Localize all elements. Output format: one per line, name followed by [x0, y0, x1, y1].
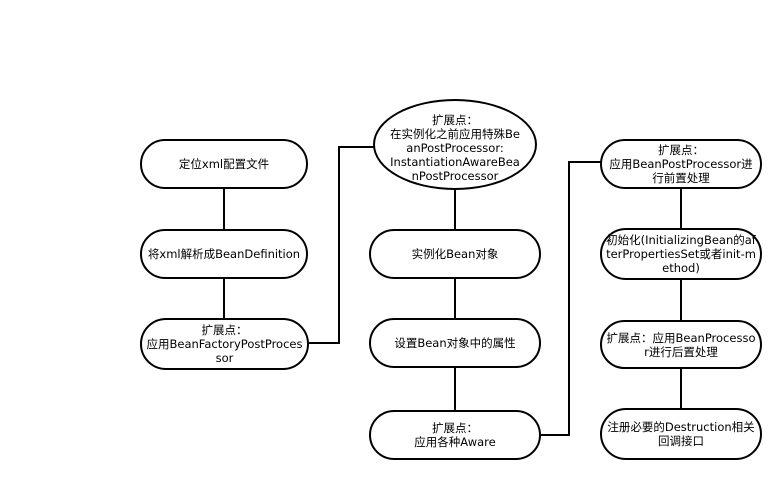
node-apply-aware: 扩展点： 应用各种Aware	[369, 410, 541, 460]
node-instantiate-bean: 实例化Bean对象	[369, 229, 541, 279]
node-instantiation-aware-ellipse: 扩展点： 在实例化之前应用特殊BeanPostProcessor: Instan…	[373, 99, 537, 190]
node-initializing-bean: 初始化(InitializingBean的afterPropertiesSet或…	[600, 228, 762, 280]
node-bean-post-processor-before: 扩展点： 应用BeanPostProcessor进行前置处理	[600, 139, 762, 189]
node-bean-post-processor-after: 扩展点：应用BeanProcessor进行后置处理	[600, 320, 762, 369]
connector-c1-to-c2	[309, 146, 376, 344]
node-bean-factory-post-processor: 扩展点： 应用BeanFactoryPostProcessor	[140, 318, 309, 370]
node-set-bean-properties: 设置Bean对象中的属性	[369, 318, 541, 368]
node-register-destruction-callback: 注册必要的Destruction相关回调接口	[600, 408, 762, 460]
node-locate-xml-config: 定位xml配置文件	[140, 139, 308, 189]
connector-c2-to-c3	[541, 161, 601, 436]
node-parse-bean-definition: 将xml解析成BeanDefinition	[140, 229, 308, 279]
